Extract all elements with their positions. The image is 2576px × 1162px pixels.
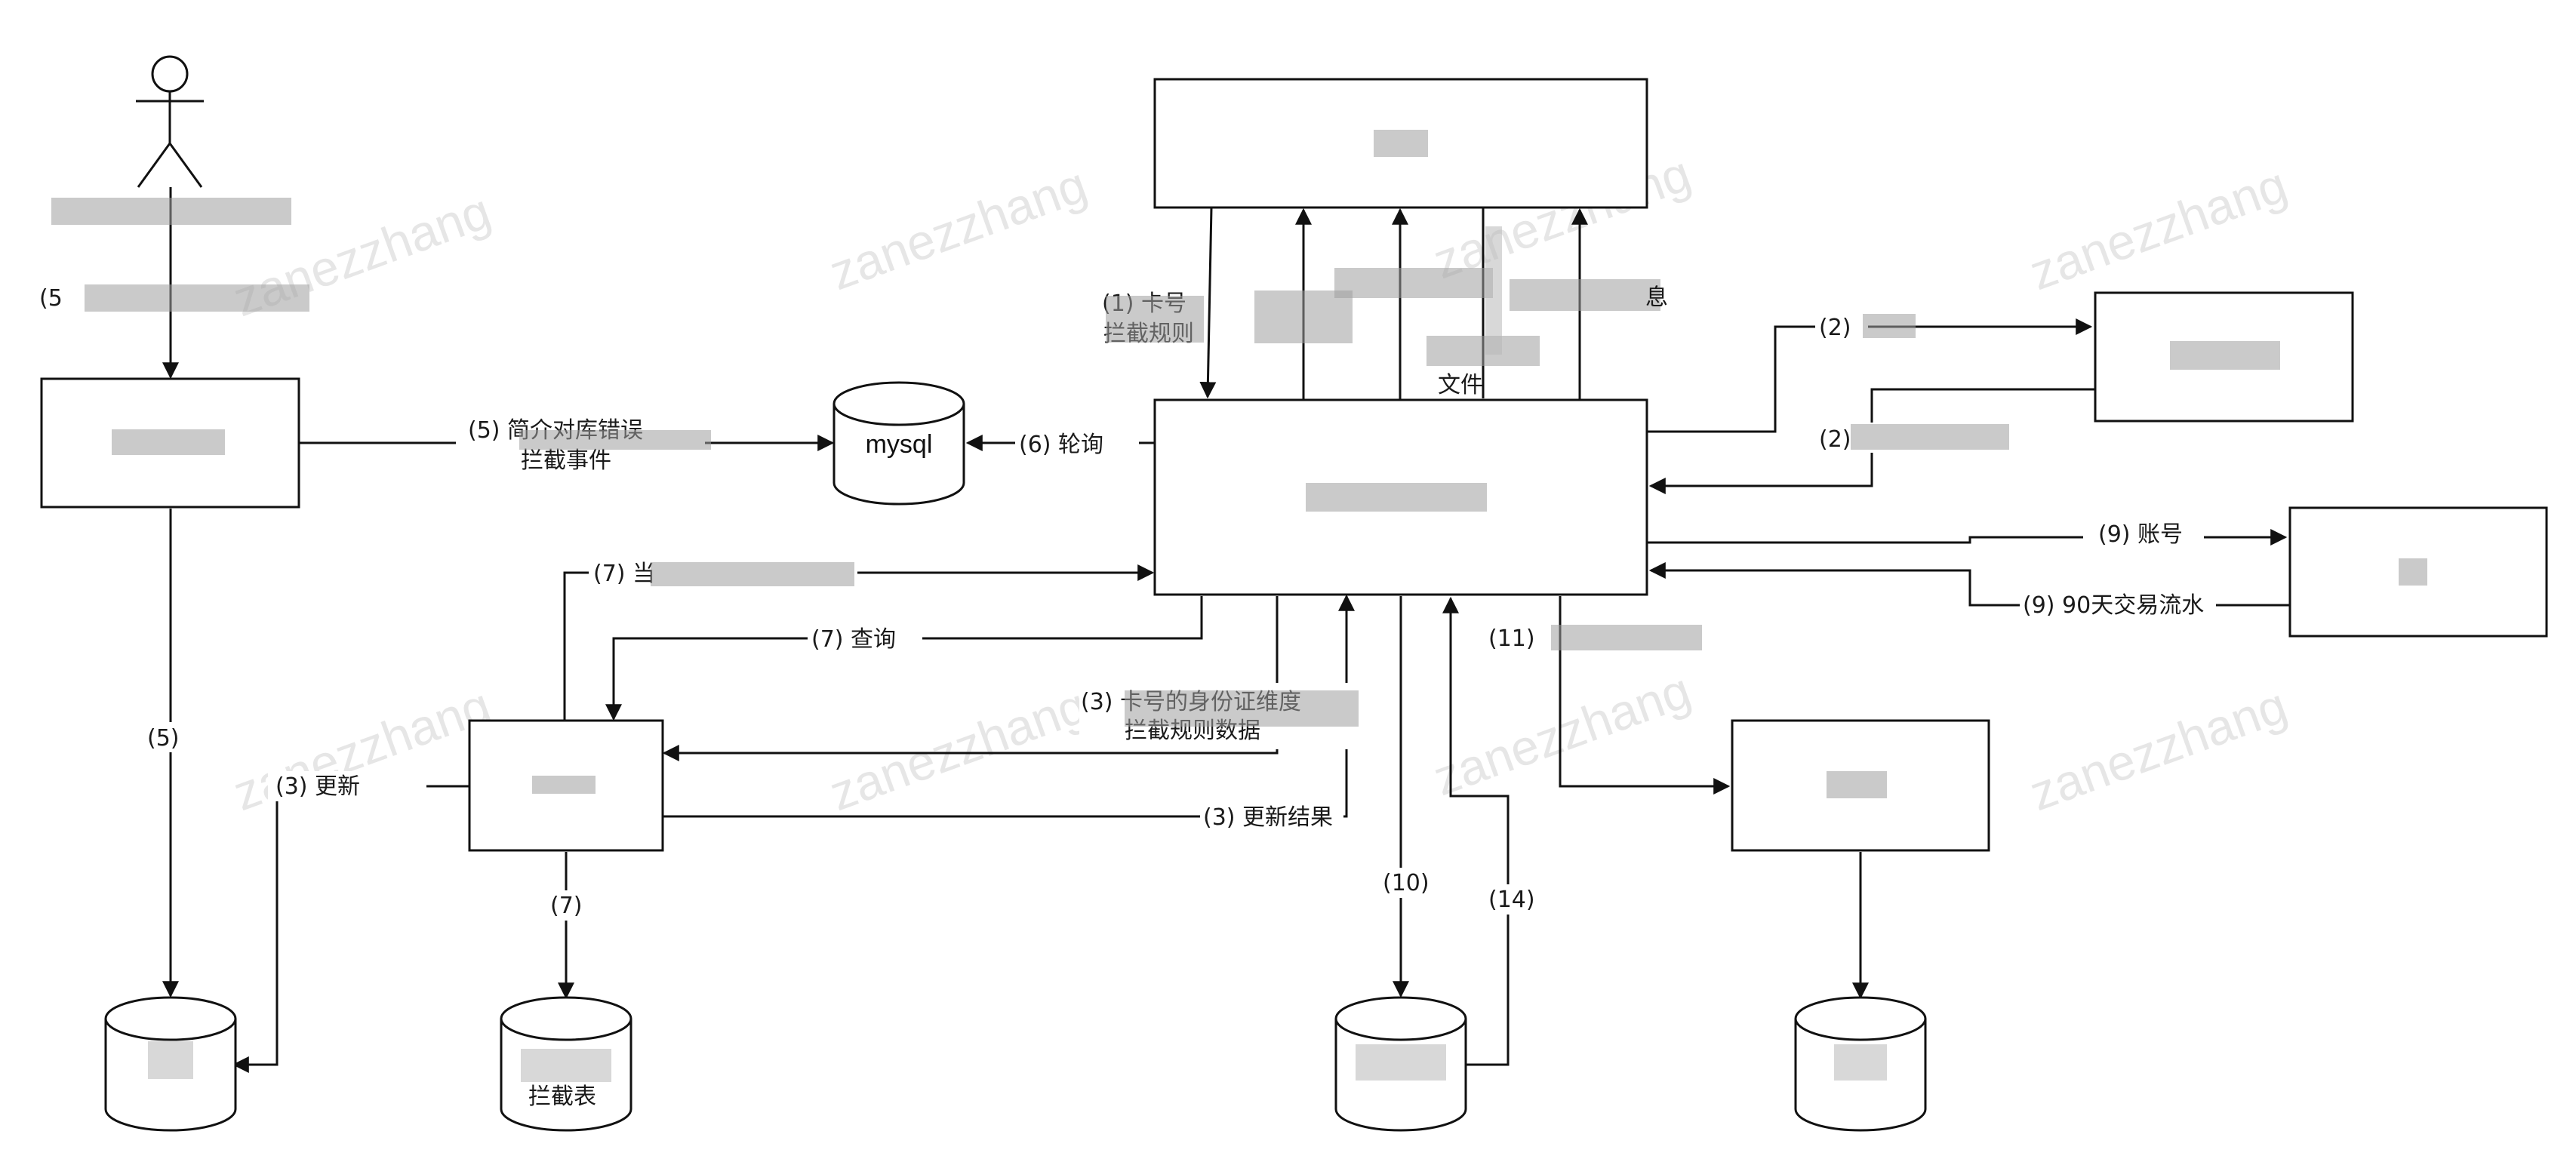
edge-label-5-partial: (5 <box>39 285 63 312</box>
edge-label-top-e-redacted <box>1485 226 1502 355</box>
edge-label-6-poll: (6) 轮询 <box>1019 432 1103 458</box>
database-4[interactable] <box>1794 996 1927 1132</box>
edge-label-top-a-redacted <box>1254 290 1353 343</box>
intercept-table-label-redacted <box>521 1049 611 1082</box>
edges <box>162 187 2289 1073</box>
user-actor <box>136 55 204 188</box>
small-service-label-redacted <box>532 776 596 794</box>
edge-label-5-mysql-line2: 拦截事件 <box>521 447 611 474</box>
edge-label-top-c-redacted <box>1426 336 1540 366</box>
watermark: zanezzhang <box>822 156 1094 300</box>
edge-label-2-bottom-redacted <box>1851 424 2009 450</box>
watermark: zanezzhang <box>822 677 1094 821</box>
central-platform-label-redacted <box>1306 483 1487 512</box>
watermark: zanezzhang <box>1426 662 1697 806</box>
watermark: zanezzhang <box>2022 156 2294 300</box>
edge-label-7-top: (7) 当 <box>593 561 655 587</box>
left-service-label-redacted <box>112 429 225 455</box>
edge-small-box-result-central <box>663 594 1355 818</box>
edge-label-top-d-redacted <box>1510 279 1660 311</box>
actor-head <box>151 55 189 93</box>
edge-db3-to-central <box>1442 596 1510 1066</box>
edge-label-2-bottom: (2) <box>1819 426 1851 453</box>
database-1-label-redacted <box>148 1041 193 1079</box>
edge-label-9-flow: (9) 90天交易流水 <box>2023 592 2204 619</box>
top-service-label-redacted <box>1374 130 1428 157</box>
watermark: zanezzhang <box>2022 677 2294 821</box>
right-service-c-label-redacted <box>1827 771 1887 798</box>
edge-label-7-query: (7) 查询 <box>811 626 896 653</box>
edge-label-3-redacted <box>1125 690 1359 727</box>
database-3[interactable] <box>1334 996 1467 1132</box>
database-3-label-redacted <box>1356 1044 1446 1081</box>
actor-label-redacted <box>51 198 291 225</box>
database-4-label-redacted <box>1834 1044 1887 1081</box>
edge-label-top-dup: 息 <box>1645 284 1668 311</box>
edge-small-box-to-db1 <box>232 785 469 1073</box>
edge-label-1-redacted <box>1106 296 1204 343</box>
edge-label-5-mysql-redacted <box>519 430 711 450</box>
edge-label-top-aux: 文件 <box>1438 372 1483 398</box>
right-service-b-label-redacted <box>2399 558 2427 586</box>
edge-label-top-b-redacted <box>1334 268 1493 298</box>
edge-central-to-rightC <box>1559 596 1731 795</box>
edge-label-2-top: (2) <box>1819 315 1851 341</box>
edge-small-box-to-central <box>563 564 1155 721</box>
edge-label-2-top-redacted <box>1863 314 1916 338</box>
database-1[interactable] <box>104 996 237 1132</box>
edge-label-14: (14) <box>1488 887 1535 913</box>
intercept-table-label: 拦截表 <box>528 1084 596 1110</box>
edge-label-7-top-redacted <box>651 562 854 586</box>
edge-label-3-update: (3) 更新 <box>275 773 360 800</box>
edge-label-11: (11) <box>1488 626 1535 652</box>
intercept-table-database[interactable]: 拦截表 <box>500 996 632 1132</box>
edge-top-to-central <box>1199 207 1217 399</box>
mysql-label: mysql <box>866 430 933 459</box>
edge-labels: (5 (5) 简介对库错误 拦截事件 (5) (6) 轮询 (1) 卡号 拦截规… <box>38 226 2216 921</box>
edge-central-to-rightA <box>1647 318 2093 433</box>
edge-label-7-down: (7) <box>550 893 583 919</box>
edge-central-rules-small-box <box>662 596 1279 761</box>
right-service-a-label-redacted <box>2170 341 2280 370</box>
mysql-database[interactable]: mysql <box>833 381 965 506</box>
edge-5-label-redacted <box>85 284 309 312</box>
edge-label-9-account: (9) 账号 <box>2098 521 2183 548</box>
edge-label-11-redacted <box>1551 625 1702 650</box>
edge-label-10: (10) <box>1383 870 1430 896</box>
edge-label-5-down: (5) <box>147 725 180 752</box>
edge-label-3-result: (3) 更新结果 <box>1203 804 1333 831</box>
